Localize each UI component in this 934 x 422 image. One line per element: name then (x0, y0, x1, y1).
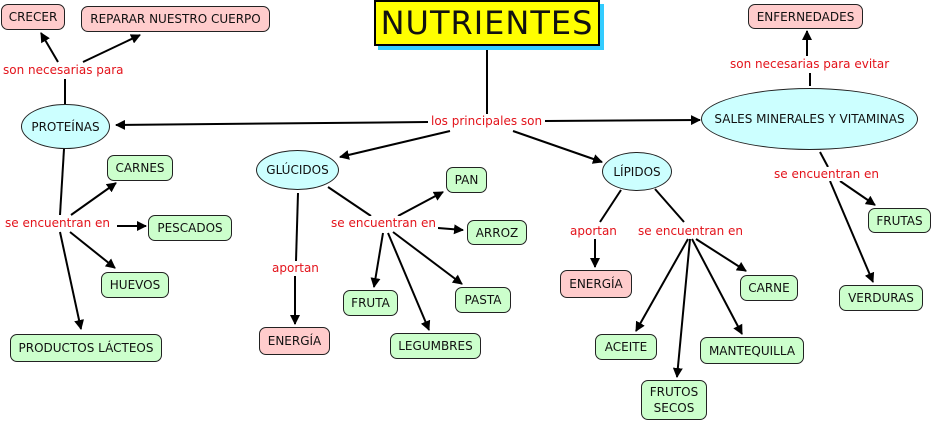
arrow-to-reparar (82, 34, 141, 63)
arrow-to-pasta (392, 231, 463, 285)
line-glucidos-encuentran (327, 186, 372, 217)
line-sales-encuentran (819, 151, 829, 168)
node-verduras[interactable]: VERDURAS (839, 285, 923, 311)
node-arroz[interactable]: ARROZ (467, 220, 527, 245)
concept-sales-minerales-vitaminas[interactable]: SALES MINERALES Y VITAMINAS (701, 88, 918, 150)
arrow-to-carne (695, 238, 747, 272)
node-reparar[interactable]: REPARAR NUESTRO CUERPO (81, 6, 270, 32)
node-pasta[interactable]: PASTA (455, 287, 511, 313)
node-pescados[interactable]: PESCADOS (148, 215, 232, 241)
link-se-encuentran-en-glucidos[interactable]: se encuentran en (329, 216, 439, 230)
line-glucidos-aportan (295, 192, 299, 262)
link-se-encuentran-en-sales[interactable]: se encuentran en (772, 167, 882, 181)
line-lipidos-aportan (599, 189, 622, 223)
link-se-encuentran-en-lipidos[interactable]: se encuentran en (636, 224, 746, 238)
arrow-to-frutos-secos (672, 238, 691, 378)
arrow-hub-lipidos (512, 130, 603, 164)
node-productos-lacteos[interactable]: PRODUCTOS LÁCTEOS (10, 334, 162, 362)
node-huevos[interactable]: HUEVOS (101, 272, 169, 298)
link-los-principales-son[interactable]: los principales son (429, 114, 545, 128)
arrow-to-mantequilla (691, 238, 743, 335)
node-legumbres[interactable]: LEGUMBRES (390, 333, 481, 359)
node-enfermedades[interactable]: ENFERNEDADES (748, 4, 863, 29)
line-lipidos-encuentran (654, 188, 685, 223)
arrow-to-crecer (40, 32, 59, 63)
arrow-to-frutas (839, 180, 876, 206)
arrow-hub-sales (544, 115, 701, 126)
concept-proteinas[interactable]: PROTEÍNAS (21, 104, 110, 149)
node-carnes[interactable]: CARNES (107, 155, 173, 181)
node-frutos-secos[interactable]: FRUTOS SECOS (641, 380, 707, 420)
arrow-to-arroz (437, 224, 464, 235)
line-proteinas-encuentran (59, 148, 65, 216)
title-nutrientes[interactable]: NUTRIENTES (374, 0, 600, 46)
arrow-to-fruta (370, 232, 384, 288)
node-crecer[interactable]: CRECER (1, 4, 65, 30)
arrow-to-lacteos (59, 231, 84, 330)
arrow-hub-glucidos (339, 130, 451, 160)
link-se-encuentran-en-proteinas[interactable]: se encuentran en (3, 216, 113, 230)
link-son-necesarias-para[interactable]: son necesarias para (1, 63, 126, 77)
concept-lipidos[interactable]: LÍPIDOS (602, 152, 672, 191)
arrow-to-carnes (70, 182, 117, 216)
arrow-to-verduras (829, 180, 875, 283)
node-energia-lipidos[interactable]: ENERGÍA (560, 270, 632, 298)
link-aportan-lipidos[interactable]: aportan (568, 224, 619, 238)
node-pan[interactable]: PAN (446, 167, 487, 193)
arrow-to-pan (397, 191, 444, 217)
node-mantequilla[interactable]: MANTEQUILLA (700, 337, 804, 364)
link-son-necesarias-para-evitar[interactable]: son necesarias para evitar (728, 57, 892, 71)
node-energia-glucidos[interactable]: ENERGÍA (259, 327, 330, 355)
arrow-to-legumbres (387, 232, 431, 331)
node-fruta[interactable]: FRUTA (343, 290, 398, 316)
link-aportan-glucidos[interactable]: aportan (270, 261, 321, 275)
node-aceite[interactable]: ACEITE (595, 334, 657, 360)
arrow-to-aceite (635, 238, 689, 332)
arrow-to-huevos (69, 231, 116, 269)
arrow-hub-proteinas (115, 119, 429, 130)
node-carne[interactable]: CARNE (740, 275, 798, 301)
node-frutas[interactable]: FRUTAS (868, 208, 931, 233)
concept-glucidos[interactable]: GLÚCIDOS (256, 150, 339, 190)
